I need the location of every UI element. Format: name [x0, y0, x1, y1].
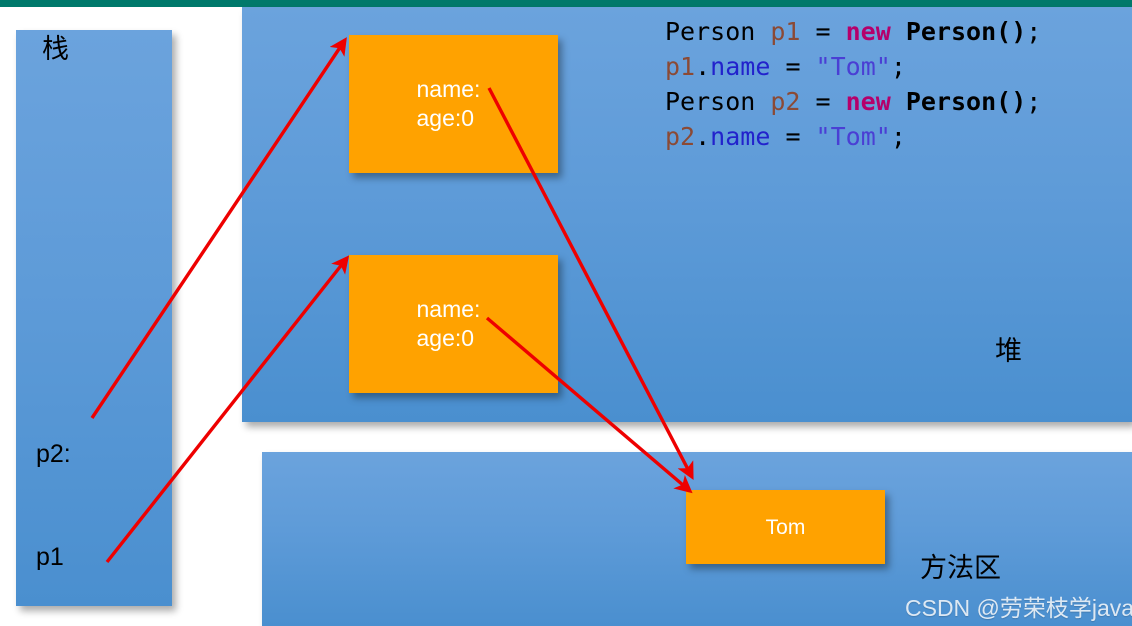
object-2-field-age: age:0 — [416, 325, 475, 351]
code-token-op: = — [770, 52, 816, 81]
stack-region-label: 栈 — [42, 34, 69, 64]
code-token-op: = — [800, 17, 846, 46]
code-token-str: "Tom" — [815, 52, 891, 81]
method-area-region-label: 方法区 — [920, 553, 1001, 583]
code-token-punct: . — [695, 122, 711, 151]
heap-object-box-1: name: age:0 — [349, 35, 558, 173]
code-token-punct: ; — [1026, 17, 1042, 46]
top-accent-bar — [0, 0, 1132, 7]
csdn-watermark: CSDN @劳荣枝学java — [905, 595, 1132, 621]
stack-slot-p1: p1 — [36, 543, 64, 571]
stack-slot-p2: p2: — [36, 440, 71, 468]
string-constant-label: Tom — [765, 515, 806, 539]
code-token-punct: ; — [890, 52, 906, 81]
code-token-punct: ; — [890, 122, 906, 151]
code-token-str: "Tom" — [815, 122, 891, 151]
string-constant-box-tom: Tom — [686, 490, 885, 564]
code-token-cls: Person() — [905, 17, 1027, 46]
code-token-var: p2 — [665, 122, 696, 151]
object-1-field-name: name: — [416, 76, 481, 102]
code-token-kw: new — [845, 87, 906, 116]
code-token-op: = — [770, 122, 816, 151]
object-1-field-age: age:0 — [416, 105, 475, 131]
code-token-op: = — [800, 87, 846, 116]
heap-region-label: 堆 — [995, 336, 1022, 366]
code-token-var: p1 — [770, 17, 801, 46]
code-token-field: name — [710, 52, 771, 81]
code-token-var: p1 — [665, 52, 696, 81]
heap-object-box-2: name: age:0 — [349, 255, 558, 393]
code-token-punct: ; — [1026, 87, 1042, 116]
code-token-punct: . — [695, 52, 711, 81]
code-token-kw: new — [845, 17, 906, 46]
code-line-3: Person p2 = new Person(); — [665, 84, 1041, 119]
code-line-4: p2.name = "Tom"; — [665, 119, 1041, 154]
object-2-field-name: name: — [416, 296, 481, 322]
stack-region — [16, 30, 172, 606]
code-token-field: name — [710, 122, 771, 151]
code-token-type: Person — [665, 17, 771, 46]
code-snippet: Person p1 = new Person();p1.name = "Tom"… — [665, 14, 1041, 154]
code-token-var: p2 — [770, 87, 801, 116]
code-line-1: Person p1 = new Person(); — [665, 14, 1041, 49]
code-token-cls: Person() — [905, 87, 1027, 116]
code-line-2: p1.name = "Tom"; — [665, 49, 1041, 84]
code-token-type: Person — [665, 87, 771, 116]
